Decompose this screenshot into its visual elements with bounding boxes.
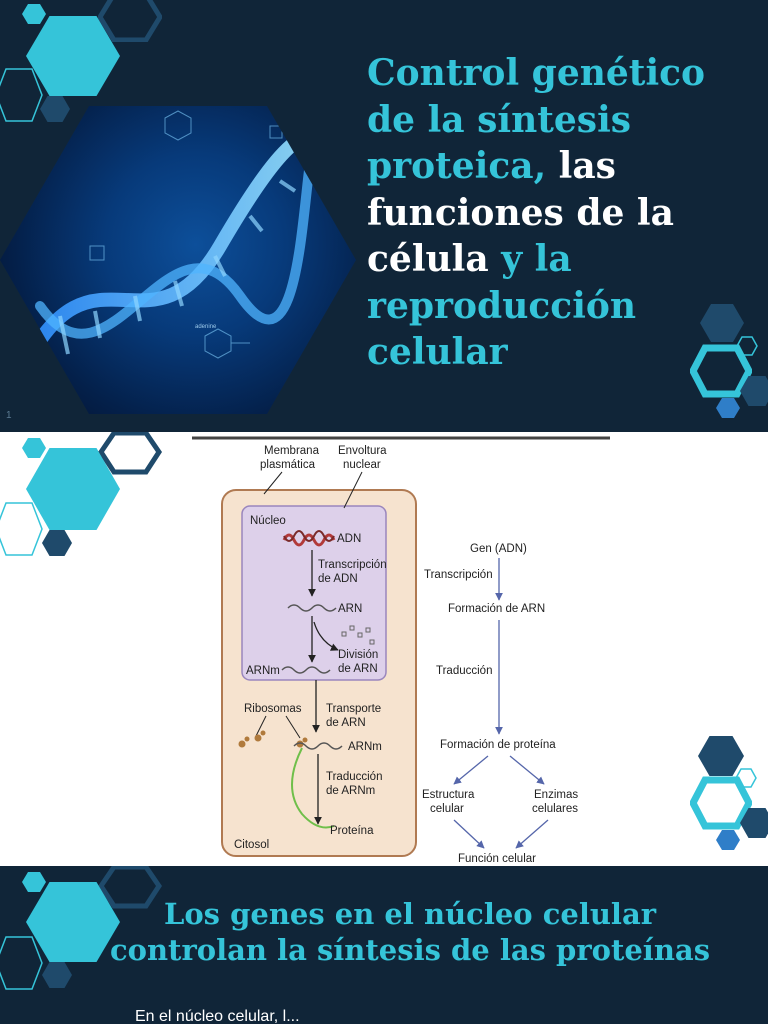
- translation-label-1: Traducción: [326, 771, 382, 783]
- flow-structure-2: celular: [430, 803, 464, 815]
- flow-enzymes-2: celulares: [532, 803, 578, 815]
- rna-label: ARN: [338, 603, 362, 615]
- adenine-label: adenine: [195, 324, 217, 330]
- protein-label: Proteína: [330, 825, 374, 837]
- arrow: [313, 621, 339, 651]
- hexagon-outline-decoration: [98, 432, 162, 475]
- hexagon-decoration: [698, 736, 744, 776]
- hexagon-decoration: [716, 398, 740, 418]
- hexagon-outline-decoration: [0, 68, 43, 122]
- hexagon-outline-decoration: [0, 502, 43, 556]
- ribosome-icon: [238, 730, 308, 748]
- nucleus-label: Núcleo: [250, 515, 286, 527]
- pointer-line: [263, 471, 283, 495]
- title-slide: adenine Control genético de la síntesis …: [0, 0, 768, 432]
- ribosomes-label: Ribosomas: [244, 703, 302, 715]
- genes-slide: Los genes en el núcleo celular controlan…: [0, 866, 768, 1024]
- mrna-label-left: ARNm: [246, 665, 280, 677]
- translation-label-2: de ARNm: [326, 785, 375, 797]
- flow-structure-1: Estructura: [422, 789, 475, 801]
- division-label-2: de ARN: [338, 663, 378, 675]
- mrna-label: ARNm: [348, 741, 382, 753]
- hexagon-decoration: [22, 872, 46, 892]
- protein-synthesis-diagram: Membrana plasmática Envoltura nuclear Nú…: [192, 436, 610, 865]
- membrane-label-2: plasmática: [260, 459, 316, 471]
- hexagon-decoration: [40, 96, 70, 122]
- dna-helix-icon: adenine: [13, 110, 337, 383]
- title-part-3: y la reproducción celular: [367, 238, 637, 373]
- flow-enzymes-1: Enzimas: [534, 789, 578, 801]
- hexagon-decoration: [42, 530, 72, 556]
- section-title: Los genes en el núcleo celular controlan…: [109, 897, 711, 967]
- hexagon-outline-decoration: [690, 344, 752, 398]
- transcription-label-2: de ADN: [318, 573, 358, 585]
- mrna-wave-icon: [281, 666, 331, 674]
- protein-chain-icon: [291, 747, 335, 829]
- hexagon-outline-decoration: [98, 0, 162, 42]
- arrow: [515, 819, 549, 849]
- arrow: [453, 755, 489, 785]
- flow-translation: Traducción: [436, 665, 492, 677]
- flow-gene: Gen (ADN): [470, 543, 527, 555]
- pointer-line: [255, 715, 267, 737]
- flow-rna-formation: Formación de ARN: [448, 603, 545, 615]
- dna-image: adenine: [0, 106, 356, 414]
- hexagon-decoration: [22, 438, 46, 458]
- arrow: [453, 819, 485, 849]
- pointer-line: [343, 471, 363, 509]
- diagram-slide: Membrana plasmática Envoltura nuclear Nú…: [0, 432, 768, 866]
- title-part-1: Control genético de la síntesis proteica…: [367, 52, 706, 187]
- mrna-wave-icon: [293, 742, 343, 750]
- division-label-1: División: [338, 649, 378, 661]
- arrow: [509, 755, 545, 785]
- transport-label-1: Transporte: [326, 703, 381, 715]
- cytosol-label: Citosol: [234, 839, 269, 851]
- body-text: En el núcleo celular, l...: [135, 1008, 300, 1024]
- hexagon-outline-decoration: [98, 866, 162, 909]
- envelope-label-1: Envoltura: [338, 445, 387, 457]
- flow-transcription: Transcripción: [424, 569, 493, 581]
- slide-title: Control genético de la síntesis proteica…: [367, 50, 757, 376]
- hexagon-decoration: [22, 4, 46, 24]
- hexagon-decoration: [42, 962, 72, 988]
- hexagon-outline-decoration: [0, 936, 43, 990]
- dna-strand-icon: [283, 530, 335, 542]
- dna-label: ADN: [337, 533, 361, 545]
- rna-fragments: [341, 625, 375, 645]
- hexagon-outline-decoration: [690, 776, 752, 830]
- title-part-2: las funciones de la célula: [367, 145, 674, 280]
- transcription-label-1: Transcripción: [318, 559, 387, 571]
- hexagon-decoration: [716, 830, 740, 850]
- flow-function: Función celular: [458, 853, 536, 865]
- membrane-label-1: Membrana: [264, 445, 320, 457]
- rna-wave-icon: [287, 604, 337, 612]
- transport-label-2: de ARN: [326, 717, 366, 729]
- flow-protein-formation: Formación de proteína: [440, 739, 556, 751]
- pointer-line: [285, 715, 301, 739]
- slide-number: 1: [6, 410, 12, 421]
- envelope-label-2: nuclear: [343, 459, 381, 471]
